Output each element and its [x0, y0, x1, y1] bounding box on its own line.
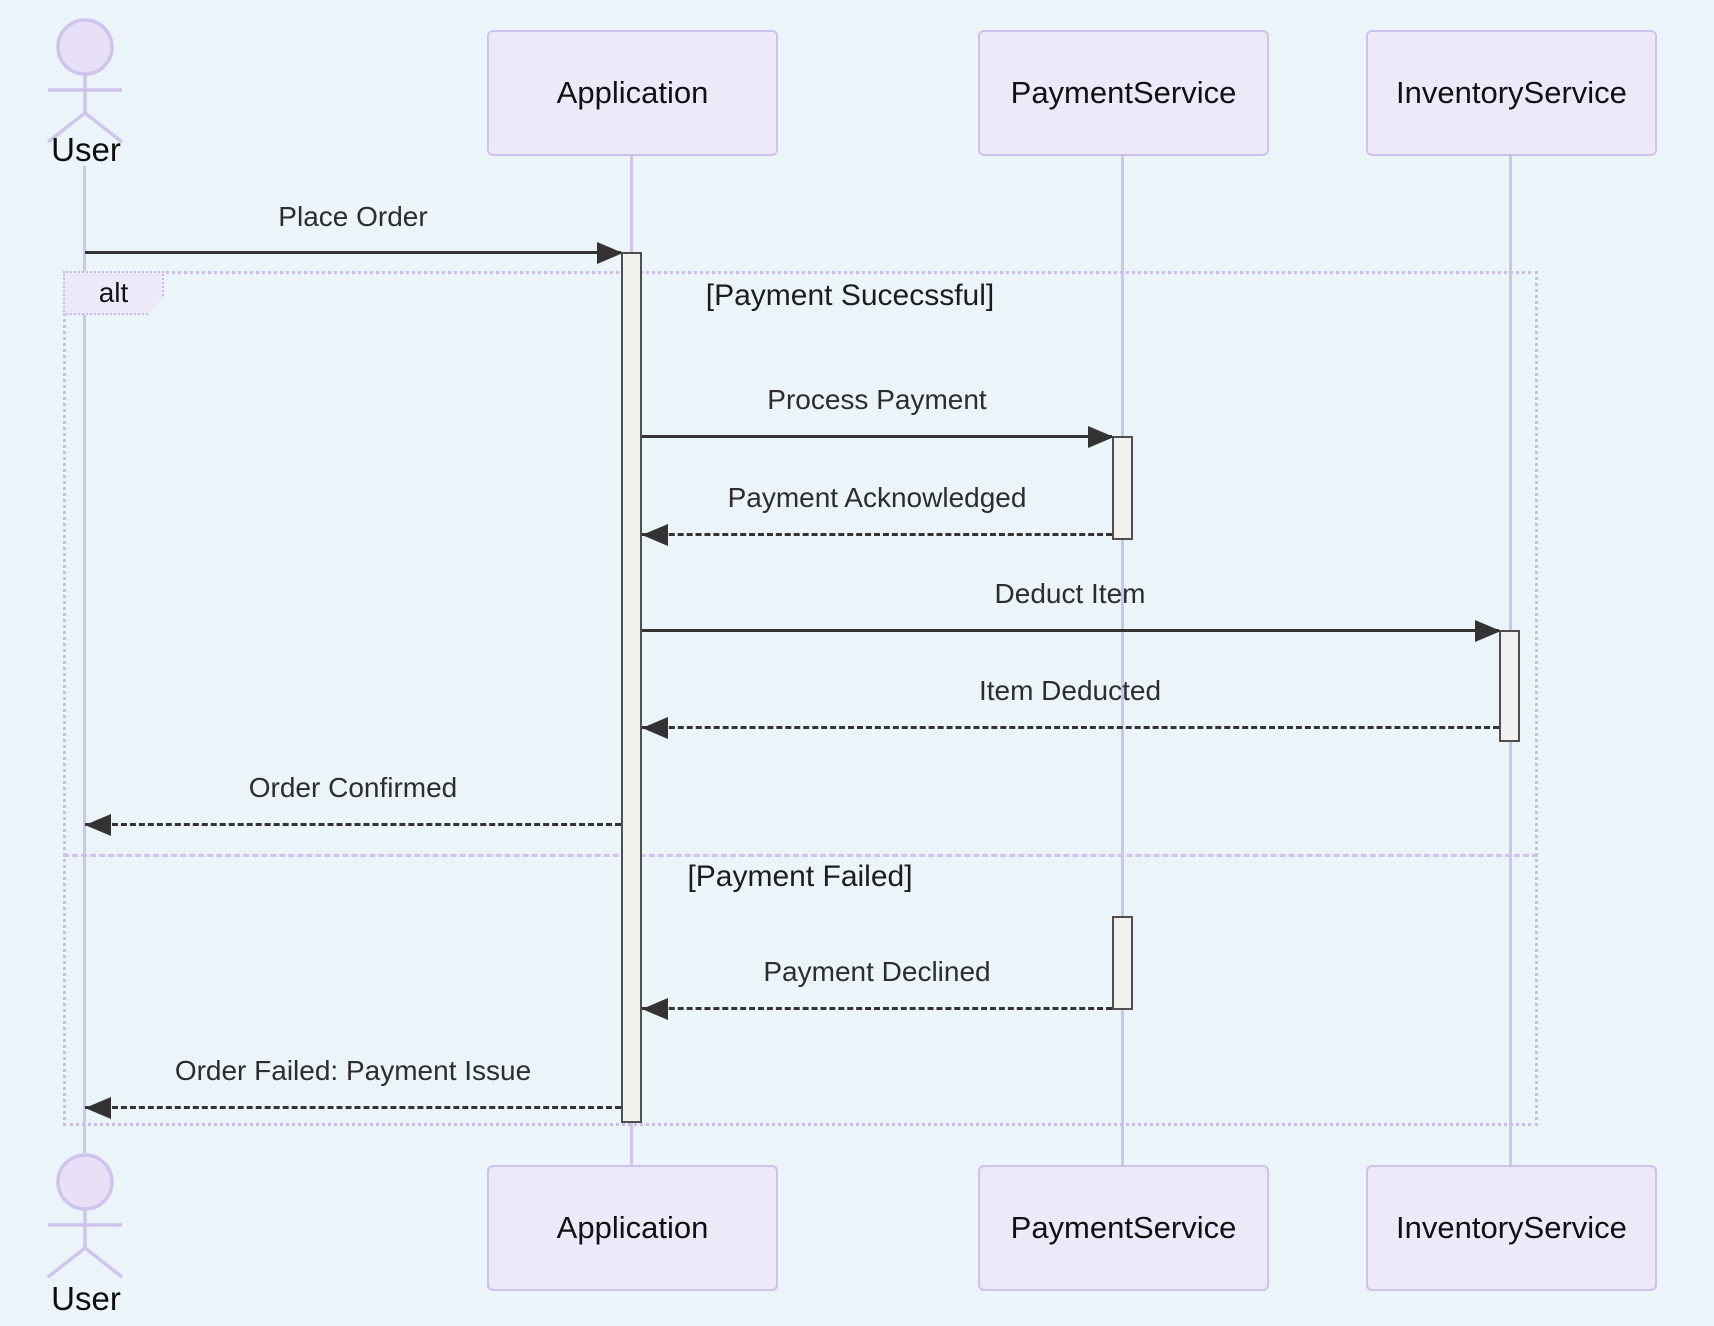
arrowhead-payment-declined: [642, 998, 668, 1020]
alt-fragment-frame: [63, 271, 1538, 1126]
lifeline-user: [83, 166, 86, 1153]
message-label-payment-acknowledged: Payment Acknowledged: [727, 482, 1027, 513]
participant-application-bottom: Application: [487, 1165, 778, 1291]
arrowhead-order-failed: [85, 1097, 111, 1119]
arrowhead-place-order: [597, 242, 623, 264]
message-label-process-payment: Process Payment: [767, 384, 987, 415]
message-label-place-order: Place Order: [278, 201, 428, 232]
participant-application-top-label: Application: [556, 75, 709, 110]
message-line-item-deducted: [642, 726, 1499, 729]
participant-application-bottom-label: Application: [556, 1210, 709, 1245]
alt-branch-divider: [63, 854, 1538, 857]
arrowhead-deduct-item: [1475, 620, 1501, 642]
message-label-order-failed: Order Failed: Payment Issue: [174, 1055, 532, 1086]
participant-paymentservice-top: PaymentService: [978, 30, 1269, 156]
message-label-order-confirmed: Order Confirmed: [248, 772, 458, 803]
guard-payment-successful: [Payment Sucecssful]: [705, 279, 995, 312]
arrowhead-payment-acknowledged: [642, 524, 668, 546]
message-line-order-failed: [85, 1106, 621, 1109]
user-actor-icon-top: [46, 18, 124, 144]
alt-operator-tag: alt: [63, 271, 164, 315]
participant-inventoryservice-bottom-label: InventoryService: [1396, 1210, 1627, 1245]
actor-user-top-label: User: [51, 131, 121, 168]
arrowhead-order-confirmed: [85, 814, 111, 836]
message-label-payment-declined: Payment Declined: [763, 956, 991, 987]
user-actor-icon-bottom: [46, 1153, 124, 1279]
arrowhead-process-payment: [1088, 426, 1114, 448]
participant-inventoryservice-top-label: InventoryService: [1396, 75, 1627, 110]
activation-paymentservice-1: [1112, 436, 1133, 540]
message-label-item-deducted: Item Deducted: [978, 675, 1162, 706]
participant-paymentservice-top-label: PaymentService: [1010, 75, 1237, 110]
message-line-payment-declined: [642, 1007, 1112, 1010]
guard-payment-failed: [Payment Failed]: [687, 860, 913, 893]
activation-application: [621, 252, 642, 1123]
message-line-place-order: [85, 251, 621, 254]
participant-paymentservice-bottom: PaymentService: [978, 1165, 1269, 1291]
actor-user-bottom-label: User: [51, 1280, 121, 1317]
message-label-deduct-item: Deduct Item: [994, 578, 1146, 609]
message-line-process-payment: [642, 435, 1112, 438]
message-line-payment-acknowledged: [642, 533, 1112, 536]
participant-paymentservice-bottom-label: PaymentService: [1010, 1210, 1237, 1245]
participant-inventoryservice-top: InventoryService: [1366, 30, 1657, 156]
arrowhead-item-deducted: [642, 717, 668, 739]
activation-paymentservice-2: [1112, 916, 1133, 1010]
participant-application-top: Application: [487, 30, 778, 156]
message-line-order-confirmed: [85, 823, 621, 826]
participant-inventoryservice-bottom: InventoryService: [1366, 1165, 1657, 1291]
alt-operator-label: alt: [98, 277, 129, 308]
message-line-deduct-item: [642, 629, 1499, 632]
activation-inventoryservice: [1499, 630, 1520, 742]
lifeline-paymentservice: [1121, 156, 1124, 1165]
